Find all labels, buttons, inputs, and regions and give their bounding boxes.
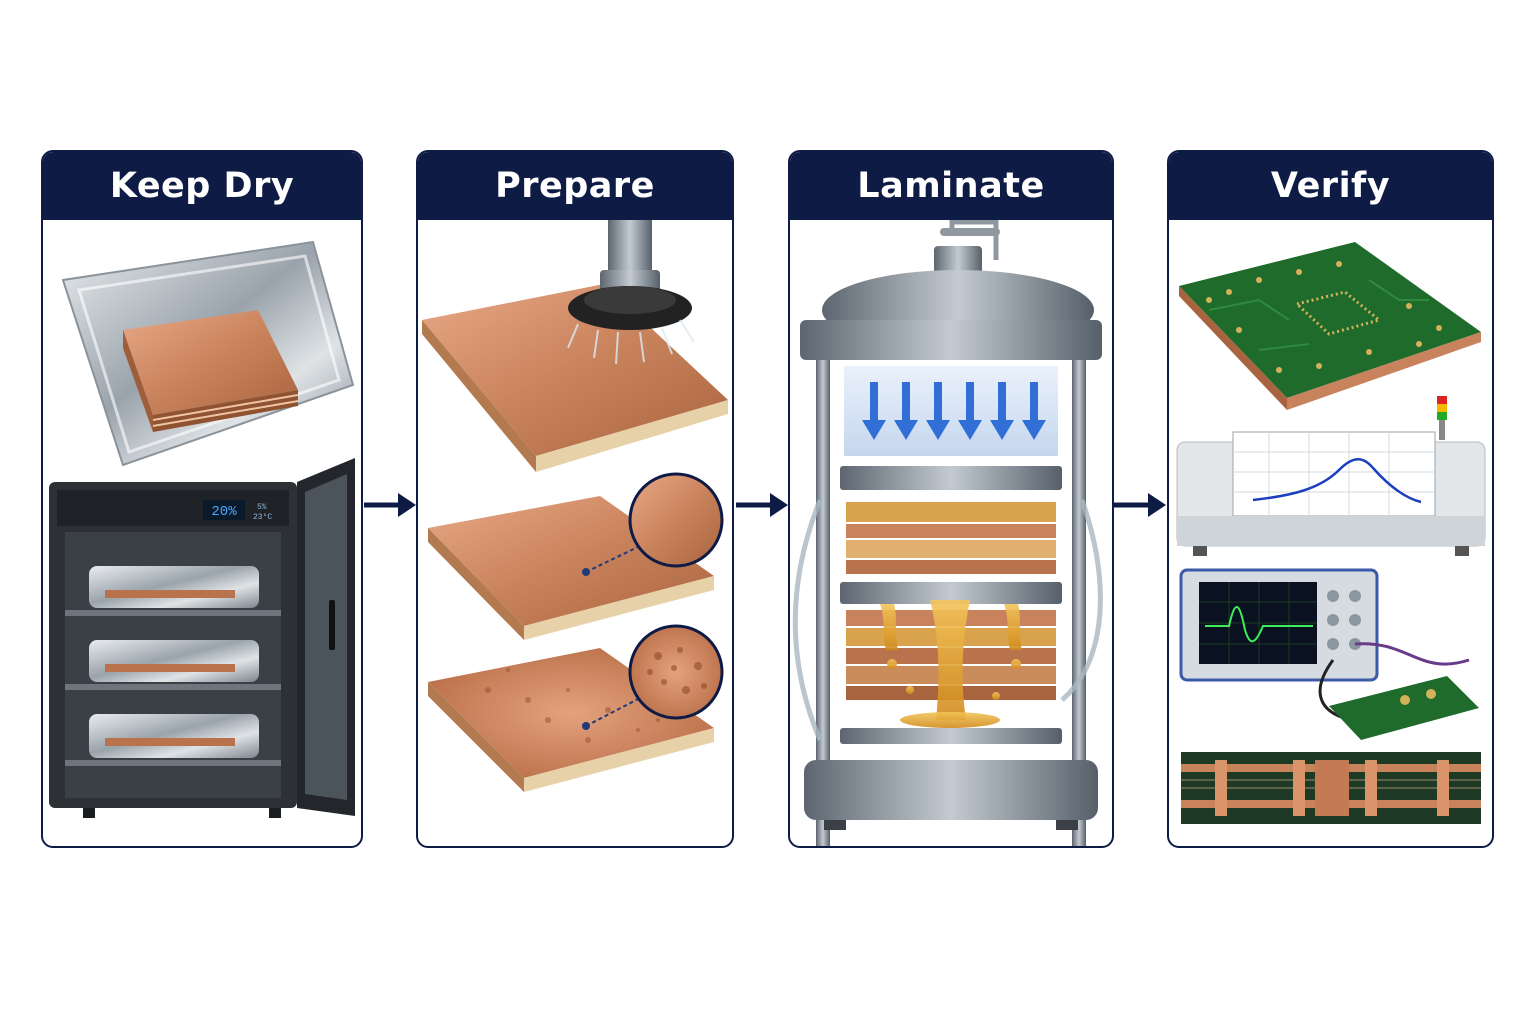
lamination-press-icon bbox=[792, 220, 1103, 846]
verify-illustration bbox=[1169, 220, 1492, 846]
laminate-illustration bbox=[790, 220, 1112, 846]
step-title: Laminate bbox=[790, 152, 1112, 220]
arrow-right-icon bbox=[1114, 493, 1166, 517]
cross-section-icon bbox=[1181, 752, 1481, 824]
dry-cabinet-icon: 20% 5% 23°C bbox=[49, 458, 355, 818]
step-title: Prepare bbox=[418, 152, 732, 220]
step-panel-prepare: Prepare bbox=[416, 150, 734, 848]
step-title: Verify bbox=[1169, 152, 1492, 220]
display-small-2: 23°C bbox=[253, 513, 272, 522]
smooth-copper-board-icon bbox=[428, 472, 724, 640]
moisture-barrier-bag-icon bbox=[61, 240, 355, 467]
display-small-1: 5% bbox=[257, 503, 267, 512]
roughened-copper-board-icon bbox=[428, 624, 724, 792]
pressure-arrows-icon bbox=[862, 382, 1046, 440]
arrow-right-icon bbox=[736, 493, 788, 517]
keep-dry-illustration: 20% 5% 23°C bbox=[43, 220, 361, 846]
test-coupon-icon bbox=[1329, 676, 1479, 740]
oscilloscope-icon bbox=[1179, 568, 1470, 724]
copper-board-brushing-icon bbox=[422, 220, 728, 472]
step-panel-verify: Verify bbox=[1167, 150, 1494, 848]
step-panel-laminate: Laminate bbox=[788, 150, 1114, 848]
prepare-illustration bbox=[418, 220, 732, 846]
finished-pcb-icon bbox=[1179, 242, 1481, 410]
resin-flow-icon bbox=[880, 600, 1022, 728]
arrow-right-icon bbox=[364, 493, 416, 517]
rough-surface-zoom-icon bbox=[628, 624, 724, 720]
reflow-oven-profile-icon bbox=[1176, 396, 1486, 556]
step-panel-keep-dry: Keep Dry 20% 5% 23°C bbox=[41, 150, 363, 848]
step-title: Keep Dry bbox=[43, 152, 361, 220]
humidity-readout: 20% bbox=[211, 504, 237, 520]
smooth-surface-zoom-icon bbox=[628, 472, 724, 568]
